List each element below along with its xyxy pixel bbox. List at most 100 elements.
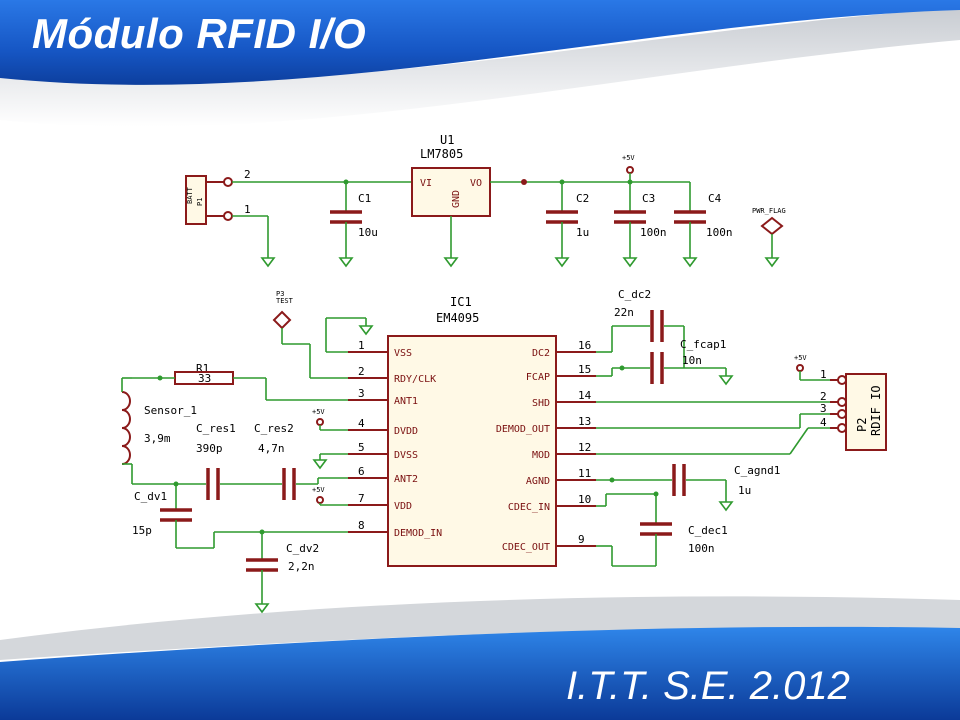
vcc-symbol-dvdd: +5V bbox=[312, 408, 348, 431]
r1-value: 33 bbox=[198, 372, 211, 385]
top-blue-banner bbox=[0, 0, 960, 85]
ic-pin-name-14: SHD bbox=[532, 398, 550, 409]
p2-pin-number-1: 1 bbox=[820, 368, 827, 381]
battery-ref: P1 bbox=[196, 198, 204, 206]
ic-pin-number-8: 8 bbox=[358, 519, 365, 532]
test-point-p3: P3 TEST bbox=[272, 290, 348, 379]
c3-value: 100n bbox=[640, 226, 667, 239]
ic-pin-number-10: 10 bbox=[578, 493, 591, 506]
ic-pin-name-1: VSS bbox=[394, 348, 412, 359]
capacitor-c-agnd1: C_agnd1 1u bbox=[672, 464, 780, 497]
c-dec1-value: 100n bbox=[688, 542, 715, 555]
vcc-symbol-vdd: +5V bbox=[312, 486, 348, 506]
p2-pin-circle-2 bbox=[837, 397, 847, 407]
capacitor-c1: C1 10u bbox=[330, 179, 378, 268]
c2-ref: C2 bbox=[576, 192, 589, 205]
c-dec1-ref: C_dec1 bbox=[688, 524, 728, 537]
c-fcap1-value: 10n bbox=[682, 354, 702, 367]
slide-footer: I.T.T. S.E. 2.012 bbox=[566, 664, 850, 708]
c-dv1-value: 15p bbox=[132, 524, 152, 537]
u1-pin-gnd: GND bbox=[451, 190, 462, 208]
vcc-top-label: +5V bbox=[622, 154, 635, 162]
c-agnd1-value: 1u bbox=[738, 484, 751, 497]
ic-pin-name-13: DEMOD_OUT bbox=[496, 424, 550, 435]
pwr-flag: PWR_FLAG bbox=[752, 207, 786, 268]
capacitor-c-dc2: C_dc2 22n bbox=[614, 288, 664, 342]
ic-pin-number-9: 9 bbox=[578, 533, 585, 546]
ic-pin-name-16: DC2 bbox=[532, 348, 550, 359]
top-grey-swoosh bbox=[0, 8, 960, 127]
ic-value: EM4095 bbox=[436, 311, 479, 325]
u1-pin-vi: VI bbox=[420, 178, 432, 189]
ic-pin-name-9: CDEC_OUT bbox=[502, 542, 550, 553]
p2-pin-number-3: 3 bbox=[820, 402, 827, 415]
battery-name: BATT bbox=[186, 186, 194, 204]
sensor-ref: Sensor_1 bbox=[144, 404, 197, 417]
c-res1-value: 390p bbox=[196, 442, 223, 455]
p3-ref: P3 bbox=[276, 290, 284, 298]
ic-right-pins: 16DC215FCAP14SHD13DEMOD_OUT12MOD11AGND10… bbox=[496, 339, 596, 553]
ic-pin-number-2: 2 bbox=[358, 365, 365, 378]
ic-ref: IC1 bbox=[450, 295, 472, 309]
p3-name: TEST bbox=[276, 297, 294, 305]
c-fcap1-ref: C_fcap1 bbox=[680, 338, 726, 351]
battery-pin-2: 2 bbox=[244, 168, 251, 181]
c-res2-value: 4,7n bbox=[258, 442, 285, 455]
capacitor-c2: C2 1u bbox=[546, 179, 589, 268]
ic-pin-name-2: RDY/CLK bbox=[394, 374, 436, 385]
c-res2-ref: C_res2 bbox=[254, 422, 294, 435]
bottom-blue-banner bbox=[0, 626, 960, 720]
ic-pin-number-7: 7 bbox=[358, 492, 365, 505]
u1-value: LM7805 bbox=[420, 147, 463, 161]
c1-ref: C1 bbox=[358, 192, 371, 205]
p2-pin-circle-3 bbox=[837, 409, 847, 419]
capacitor-c-res2: C_res2 4,7n bbox=[254, 422, 296, 500]
capacitor-c-dv2: C_dv2 2,2n bbox=[246, 529, 319, 614]
ic-pin-name-12: MOD bbox=[532, 450, 550, 461]
ic-pin-number-4: 4 bbox=[358, 417, 365, 430]
battery-pin-1: 1 bbox=[244, 203, 251, 216]
resistor-r1: R1 33 bbox=[174, 362, 234, 385]
ic-pin-name-10: CDEC_IN bbox=[508, 502, 550, 513]
ic-pin-number-11: 11 bbox=[578, 467, 591, 480]
c1-value: 10u bbox=[358, 226, 378, 239]
c-agnd1-ref: C_agnd1 bbox=[734, 464, 780, 477]
ic-pin-name-3: ANT1 bbox=[394, 396, 418, 407]
capacitor-c-fcap1: C_fcap1 10n bbox=[650, 338, 726, 384]
ic-pin-number-6: 6 bbox=[358, 465, 365, 478]
ic-pin-name-6: ANT2 bbox=[394, 474, 418, 485]
vcc-symbol-top: +5V bbox=[622, 154, 635, 182]
capacitor-c3: C3 100n bbox=[614, 179, 667, 268]
p2-pin-circle-4 bbox=[837, 423, 847, 433]
capacitor-c-res1: C_res1 390p bbox=[196, 422, 236, 500]
ic-pin-name-5: DVSS bbox=[394, 450, 418, 461]
ic-pin-name-4: DVDD bbox=[394, 426, 418, 437]
ic-pin-name-7: VDD bbox=[394, 501, 412, 512]
pwr-flag-label: PWR_FLAG bbox=[752, 207, 786, 215]
c-dc2-value: 22n bbox=[614, 306, 634, 319]
connector-p2: +5V P2 RDIF IO bbox=[794, 354, 887, 451]
capacitor-c4: C4 100n bbox=[674, 182, 733, 268]
p2-pin-number-4: 4 bbox=[820, 416, 827, 429]
ic-pin-number-16: 16 bbox=[578, 339, 591, 352]
ic-pin-number-3: 3 bbox=[358, 387, 365, 400]
ic-pin-number-15: 15 bbox=[578, 363, 591, 376]
p2-pin-circle-1 bbox=[837, 375, 847, 385]
ic-pin-number-12: 12 bbox=[578, 441, 591, 454]
regulator-u1: U1 LM7805 VI VO GND bbox=[411, 133, 491, 217]
c-dv2-ref: C_dv2 bbox=[286, 542, 319, 555]
c-dv1-ref: C_dv1 bbox=[134, 490, 167, 503]
p2-name: RDIF IO bbox=[869, 385, 883, 436]
ic-pin-name-11: AGND bbox=[526, 476, 550, 487]
c-res1-ref: C_res1 bbox=[196, 422, 236, 435]
slide-title: Módulo RFID I/O bbox=[32, 10, 367, 57]
ic-pin-name-8: DEMOD_IN bbox=[394, 528, 442, 539]
c4-value: 100n bbox=[706, 226, 733, 239]
vcc-dvdd-label: +5V bbox=[312, 408, 325, 416]
c-dc2-ref: C_dc2 bbox=[618, 288, 651, 301]
c-dv2-value: 2,2n bbox=[288, 560, 315, 573]
ic-pin-number-14: 14 bbox=[578, 389, 592, 402]
